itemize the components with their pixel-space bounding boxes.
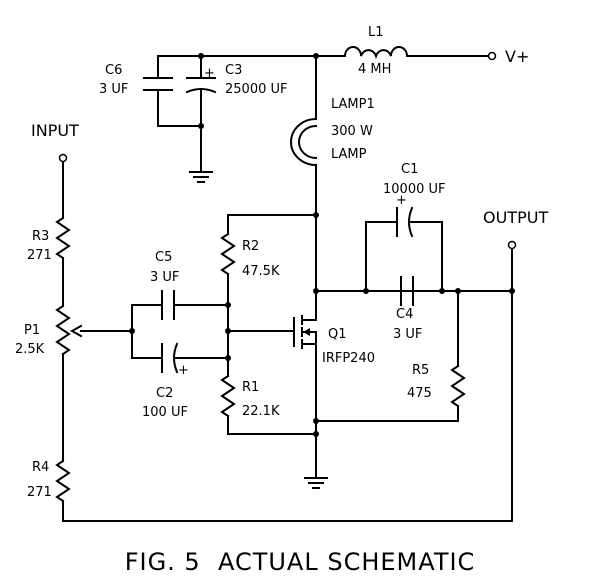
c6-value-label: 3 UF <box>99 82 128 97</box>
c6-ref-label: C6 <box>105 63 122 78</box>
r1-ref-label: R1 <box>242 380 259 395</box>
lamp1-value-label: 300 W <box>331 124 373 139</box>
r3-value-label: 271 <box>27 248 52 263</box>
c5-value-label: 3 UF <box>150 270 179 285</box>
output-coupling <box>315 206 513 306</box>
inductor-l1 <box>343 46 409 60</box>
figure-caption: FIG. 5 ACTUAL SCHEMATIC <box>125 548 476 576</box>
r2-ref-label: R2 <box>242 239 259 254</box>
q1-ref-label: Q1 <box>328 327 347 342</box>
c1-ref-label: C1 <box>401 162 418 177</box>
r5-feedback <box>315 290 466 422</box>
c4-ref-label: C4 <box>396 307 413 322</box>
input-divider <box>55 161 513 522</box>
c5-ref-label: C5 <box>155 250 172 265</box>
r4-value-label: 271 <box>27 485 52 500</box>
c2-ref-label: C2 <box>156 386 173 401</box>
output-terminal <box>507 240 517 250</box>
r1-value-label: 22.1K <box>242 404 280 419</box>
vplus-terminal <box>487 51 497 61</box>
output-label: OUTPUT <box>483 208 548 227</box>
r4-ref-label: R4 <box>32 460 49 475</box>
c4-value-label: 3 UF <box>393 327 422 342</box>
c1-plus-sign: + <box>396 193 407 208</box>
mosfet-q1 <box>293 294 317 467</box>
c1-value-label: 10000 UF <box>383 182 445 197</box>
junction-dots <box>129 53 515 437</box>
lamp1-symbol <box>290 55 318 296</box>
r3-ref-label: R3 <box>32 229 49 244</box>
c6-c3-bank <box>143 55 217 183</box>
p1-value-label: 2.5K <box>15 342 45 357</box>
c2-value-label: 100 UF <box>142 405 188 420</box>
q1-value-label: IRFP240 <box>322 351 375 366</box>
r2-value-label: 47.5K <box>242 264 280 279</box>
r5-value-label: 475 <box>407 386 432 401</box>
c3-ref-label: C3 <box>225 63 242 78</box>
source-ground <box>304 465 328 489</box>
input-terminal <box>58 153 68 163</box>
l1-ref-label: L1 <box>368 25 384 40</box>
coupling-caps <box>131 290 229 374</box>
input-label: INPUT <box>31 121 79 140</box>
c3-value-label: 25000 UF <box>225 82 287 97</box>
p1-ref-label: P1 <box>24 323 40 338</box>
l1-value-label: 4 MH <box>358 62 391 77</box>
vplus-label: V+ <box>505 47 529 66</box>
lamp1-type-label: LAMP <box>331 147 367 162</box>
r5-ref-label: R5 <box>412 363 429 378</box>
c2-plus-sign: + <box>178 363 189 378</box>
lamp1-ref-label: LAMP1 <box>331 97 375 112</box>
c3-plus-sign: + <box>204 66 215 81</box>
